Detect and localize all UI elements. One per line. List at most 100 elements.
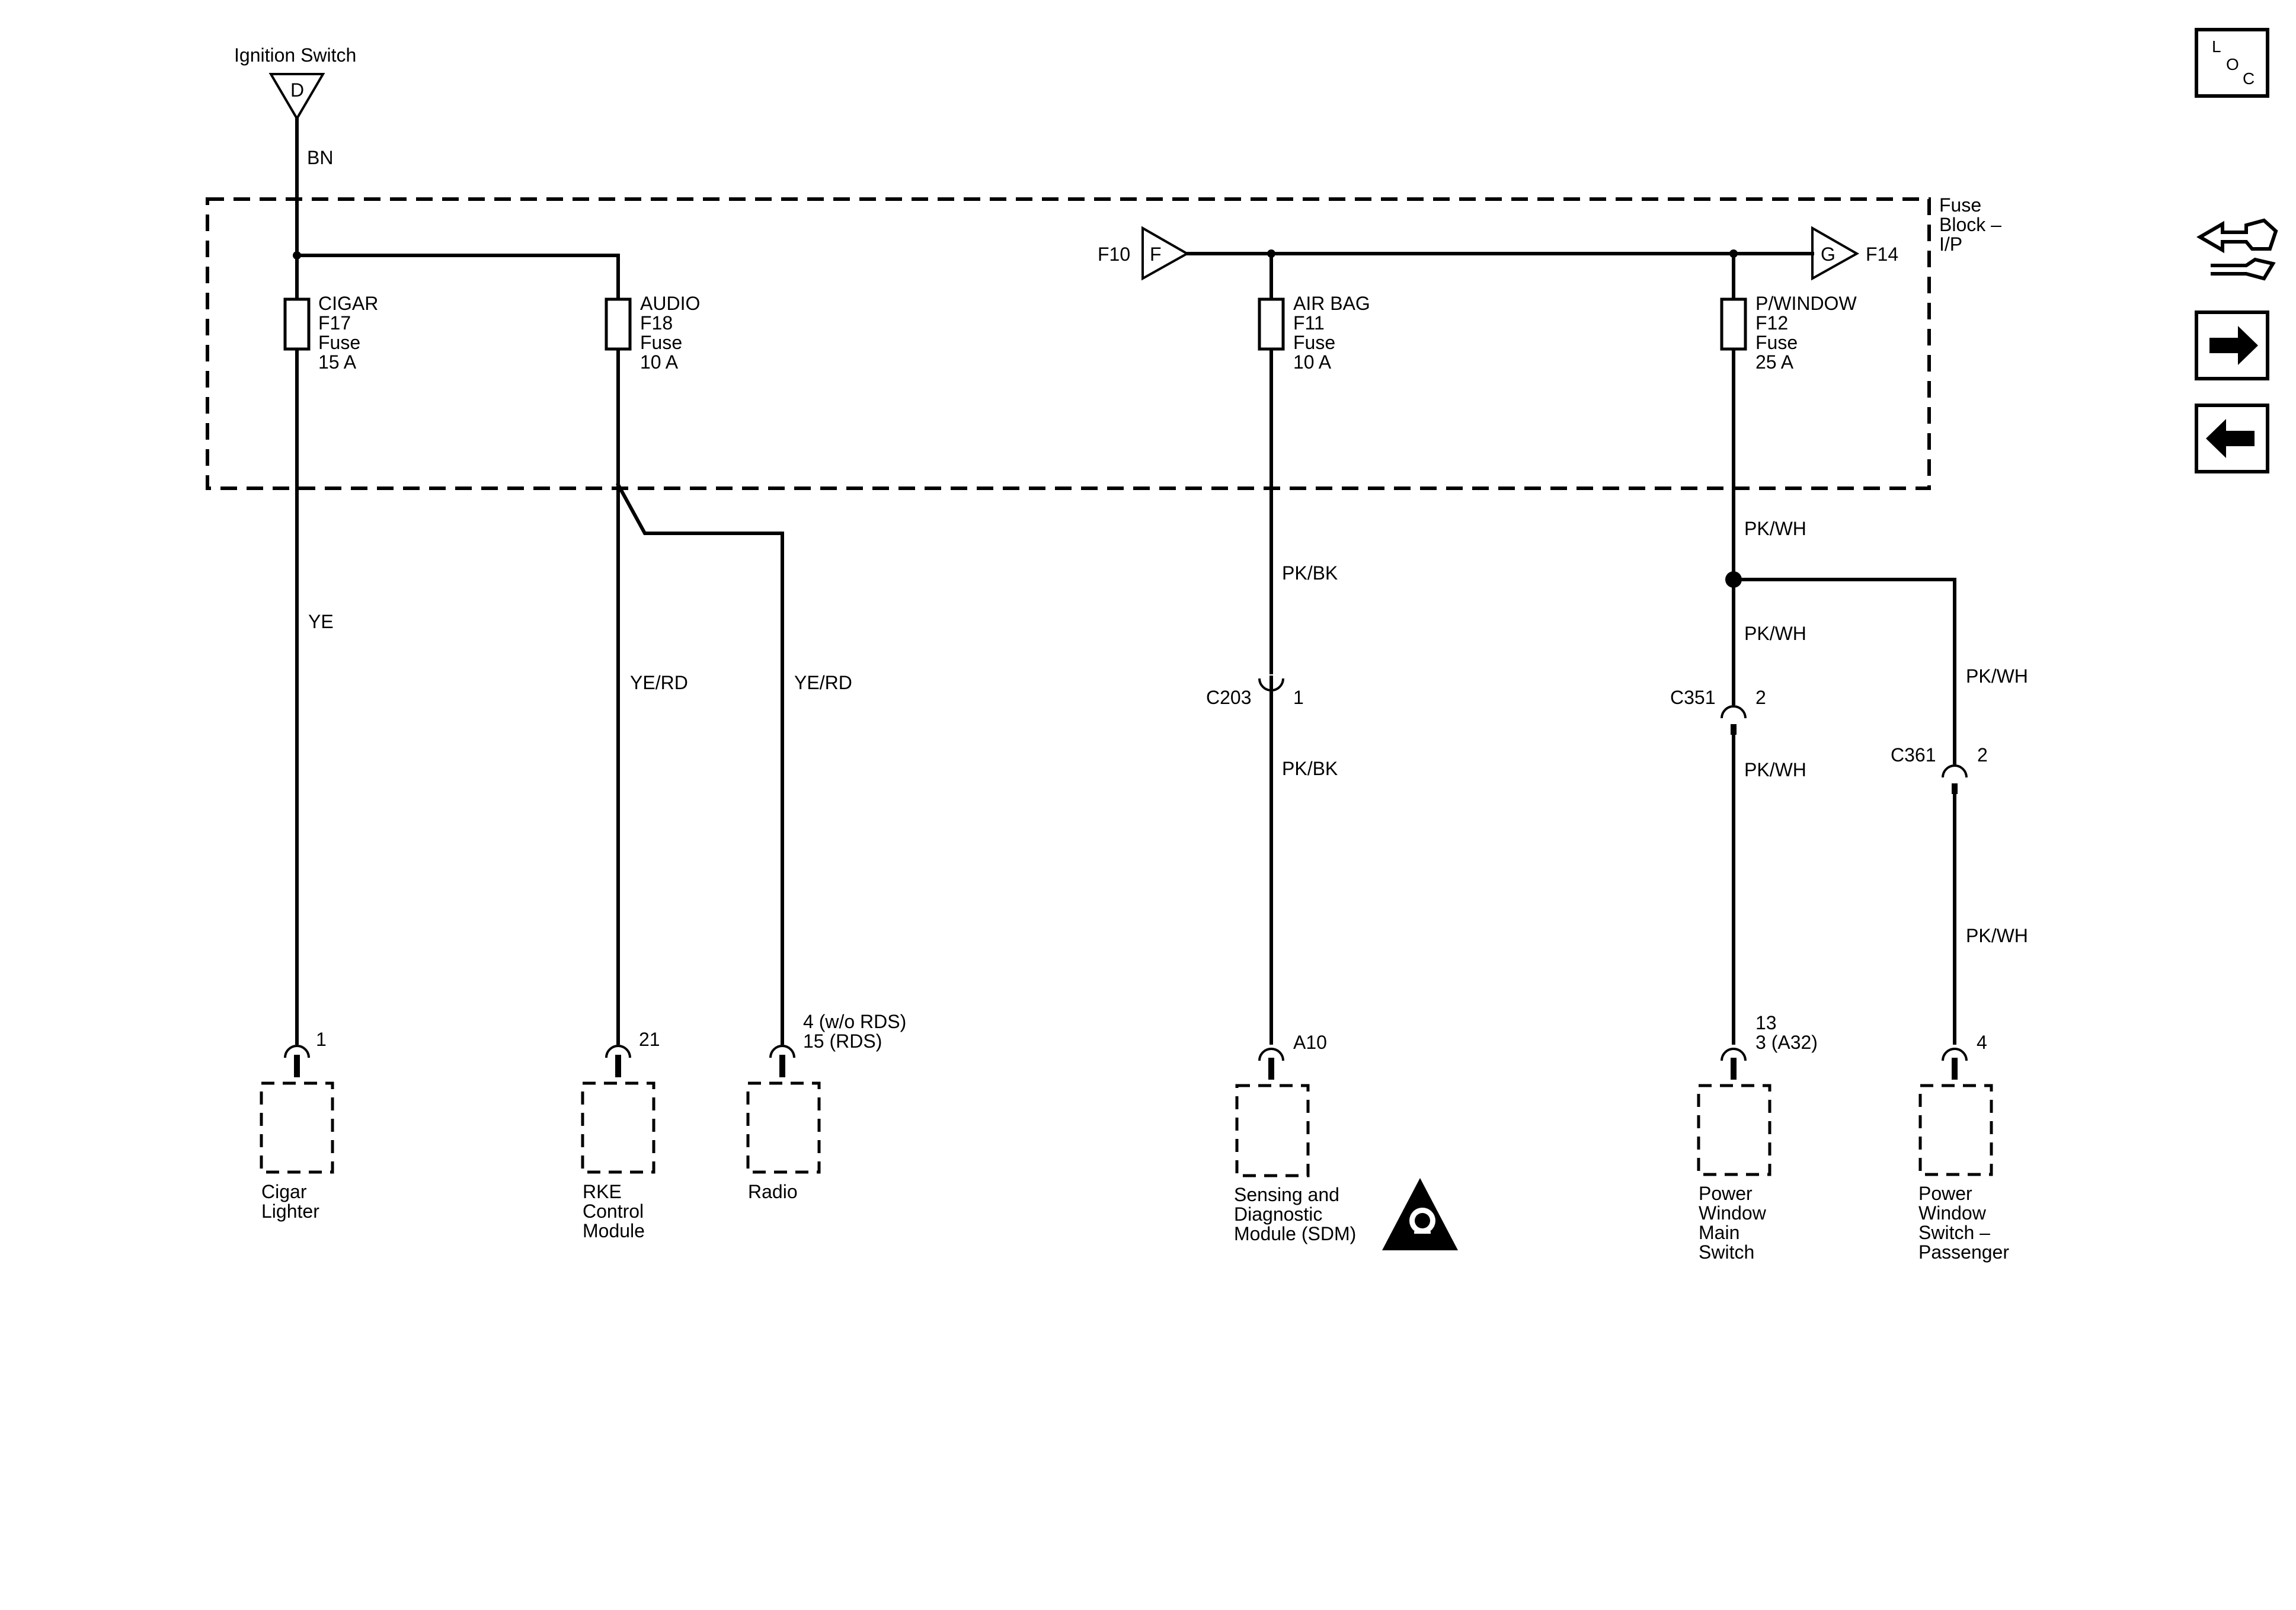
svg-text:25 A: 25 A	[1755, 351, 1794, 373]
svg-text:Fuse: Fuse	[1755, 332, 1798, 353]
svg-text:13: 13	[1755, 1012, 1777, 1033]
bus-connector-f14	[1811, 226, 1860, 281]
airbag-warning-icon	[1382, 1178, 1458, 1250]
terminal-passenger-switch: 4	[1942, 1032, 1987, 1080]
svg-text:Power: Power	[1699, 1183, 1753, 1204]
next-arrow-icon	[2209, 326, 2258, 365]
svg-text:Module (SDM): Module (SDM)	[1234, 1223, 1356, 1244]
wire-label-pwindow-upper: PK/WH	[1744, 518, 1806, 539]
svg-text:F11: F11	[1293, 312, 1325, 334]
bus-connector-f14-letter: G	[1821, 244, 1835, 265]
ignition-switch-label: Ignition Switch	[234, 44, 356, 66]
fuse-block-label-3: I/P	[1939, 233, 1962, 255]
component-power-window-main-switch: Power Window Main Switch	[1697, 1084, 1771, 1263]
svg-text:AIR BAG: AIR BAG	[1293, 293, 1370, 314]
wire-label-airbag-lower: PK/BK	[1282, 758, 1338, 779]
fuse-block-label-2: Block –	[1939, 214, 2001, 235]
fuse-f12: P/WINDOW F12 Fuse 25 A	[1720, 252, 1857, 1045]
svg-text:C203: C203	[1206, 687, 1252, 708]
terminal-sdm: A10	[1258, 1032, 1327, 1080]
component-radio: Radio	[746, 1081, 821, 1202]
wire-label-rke: YE/RD	[630, 672, 688, 693]
svg-text:Passenger: Passenger	[1918, 1241, 2009, 1263]
svg-text:Fuse: Fuse	[640, 332, 682, 353]
svg-text:4: 4	[1977, 1032, 1987, 1053]
fuse-f11: AIR BAG F11 Fuse 10 A	[1258, 252, 1370, 1045]
svg-text:F12: F12	[1755, 312, 1788, 334]
svg-text:Lighter: Lighter	[261, 1201, 319, 1222]
svg-text:3 (A32): 3 (A32)	[1755, 1032, 1818, 1053]
svg-text:Fuse: Fuse	[1293, 332, 1335, 353]
terminal-rke: 21	[605, 1029, 660, 1077]
inline-connector-c361: C361 2	[1891, 744, 1988, 794]
fuse-f17: CIGAR F17 Fuse 15 A	[283, 293, 378, 373]
wire-label-bn: BN	[307, 147, 333, 168]
svg-text:C361: C361	[1891, 744, 1936, 766]
bus-connector-f10-id: F10	[1098, 244, 1130, 265]
svg-text:Diagnostic: Diagnostic	[1234, 1204, 1322, 1225]
wire-label-radio: YE/RD	[794, 672, 852, 693]
loc-button[interactable]: L O C	[2195, 28, 2269, 98]
next-arrow-button[interactable]	[2195, 311, 2269, 380]
wire-label-ye: YE	[308, 611, 334, 632]
ignition-terminal-triangle	[268, 73, 325, 121]
terminal-cigar: 1	[284, 1029, 327, 1077]
bus-connector-f14-id: F14	[1866, 244, 1898, 265]
svg-text:4 (w/o RDS): 4 (w/o RDS)	[803, 1011, 906, 1032]
svg-text:Window: Window	[1699, 1202, 1767, 1224]
component-rke-control-module: RKE Control Module	[581, 1081, 655, 1241]
wire-label-airbag-upper: PK/BK	[1282, 562, 1338, 584]
svg-text:1: 1	[1293, 687, 1304, 708]
svg-text:Radio: Radio	[748, 1181, 798, 1202]
loc-icon-l: L	[2212, 37, 2221, 56]
svg-text:A10: A10	[1293, 1032, 1327, 1053]
component-sdm: Sensing and Diagnostic Module (SDM)	[1234, 1084, 1458, 1250]
wire-label-pwindow-lower: PK/WH	[1744, 759, 1806, 780]
connector-view-icon[interactable]	[2196, 218, 2278, 281]
previous-arrow-button[interactable]	[2195, 404, 2269, 473]
terminal-radio: 4 (w/o RDS) 15 (RDS)	[769, 1011, 906, 1077]
ignition-terminal-letter: D	[290, 79, 304, 101]
wire-label-passenger-upper: PK/WH	[1966, 665, 2028, 687]
svg-text:Switch –: Switch –	[1918, 1222, 1990, 1243]
svg-text:2: 2	[1755, 687, 1766, 708]
fuse-block-label-1: Fuse	[1939, 194, 1981, 216]
svg-text:21: 21	[639, 1029, 660, 1050]
loc-icon-o: O	[2226, 55, 2239, 73]
svg-text:Main: Main	[1699, 1222, 1739, 1243]
bus-connector-f10-letter: F	[1150, 244, 1162, 265]
inline-connector-c351: C351 2	[1670, 687, 1766, 735]
terminal-main-switch: 13 3 (A32)	[1721, 1012, 1818, 1080]
previous-arrow-icon	[2206, 419, 2255, 458]
svg-text:Control: Control	[583, 1201, 644, 1222]
svg-text:F18: F18	[640, 312, 673, 334]
inline-connector-c203: C203 1	[1206, 655, 1304, 708]
bus-connector-f10	[1141, 226, 1190, 281]
svg-text:C351: C351	[1670, 687, 1716, 708]
svg-text:2: 2	[1977, 744, 1988, 766]
svg-text:Power: Power	[1918, 1183, 1972, 1204]
svg-text:15 A: 15 A	[318, 351, 357, 373]
svg-text:F17: F17	[318, 312, 351, 334]
svg-text:AUDIO: AUDIO	[640, 293, 700, 314]
svg-text:15 (RDS): 15 (RDS)	[803, 1030, 882, 1052]
svg-text:Module: Module	[583, 1220, 645, 1241]
loc-icon-c: C	[2243, 69, 2255, 88]
wire-label-pwindow-mid: PK/WH	[1744, 623, 1806, 644]
svg-text:Cigar: Cigar	[261, 1181, 307, 1202]
svg-text:CIGAR: CIGAR	[318, 293, 378, 314]
svg-text:1: 1	[316, 1029, 327, 1050]
svg-text:Switch: Switch	[1699, 1241, 1754, 1263]
svg-text:10 A: 10 A	[640, 351, 679, 373]
fuse-block-boundary	[206, 197, 1931, 490]
svg-text:Window: Window	[1918, 1202, 1987, 1224]
svg-text:Sensing and: Sensing and	[1234, 1184, 1339, 1205]
component-power-window-switch-passenger: Power Window Switch – Passenger	[1918, 1084, 2009, 1263]
wire-label-passenger-lower: PK/WH	[1966, 925, 2028, 946]
component-cigar-lighter: Cigar Lighter	[260, 1081, 334, 1222]
svg-text:RKE: RKE	[583, 1181, 622, 1202]
fuse-f18: AUDIO F18 Fuse 10 A	[605, 293, 700, 373]
svg-text:Fuse: Fuse	[318, 332, 360, 353]
svg-text:P/WINDOW: P/WINDOW	[1755, 293, 1857, 314]
